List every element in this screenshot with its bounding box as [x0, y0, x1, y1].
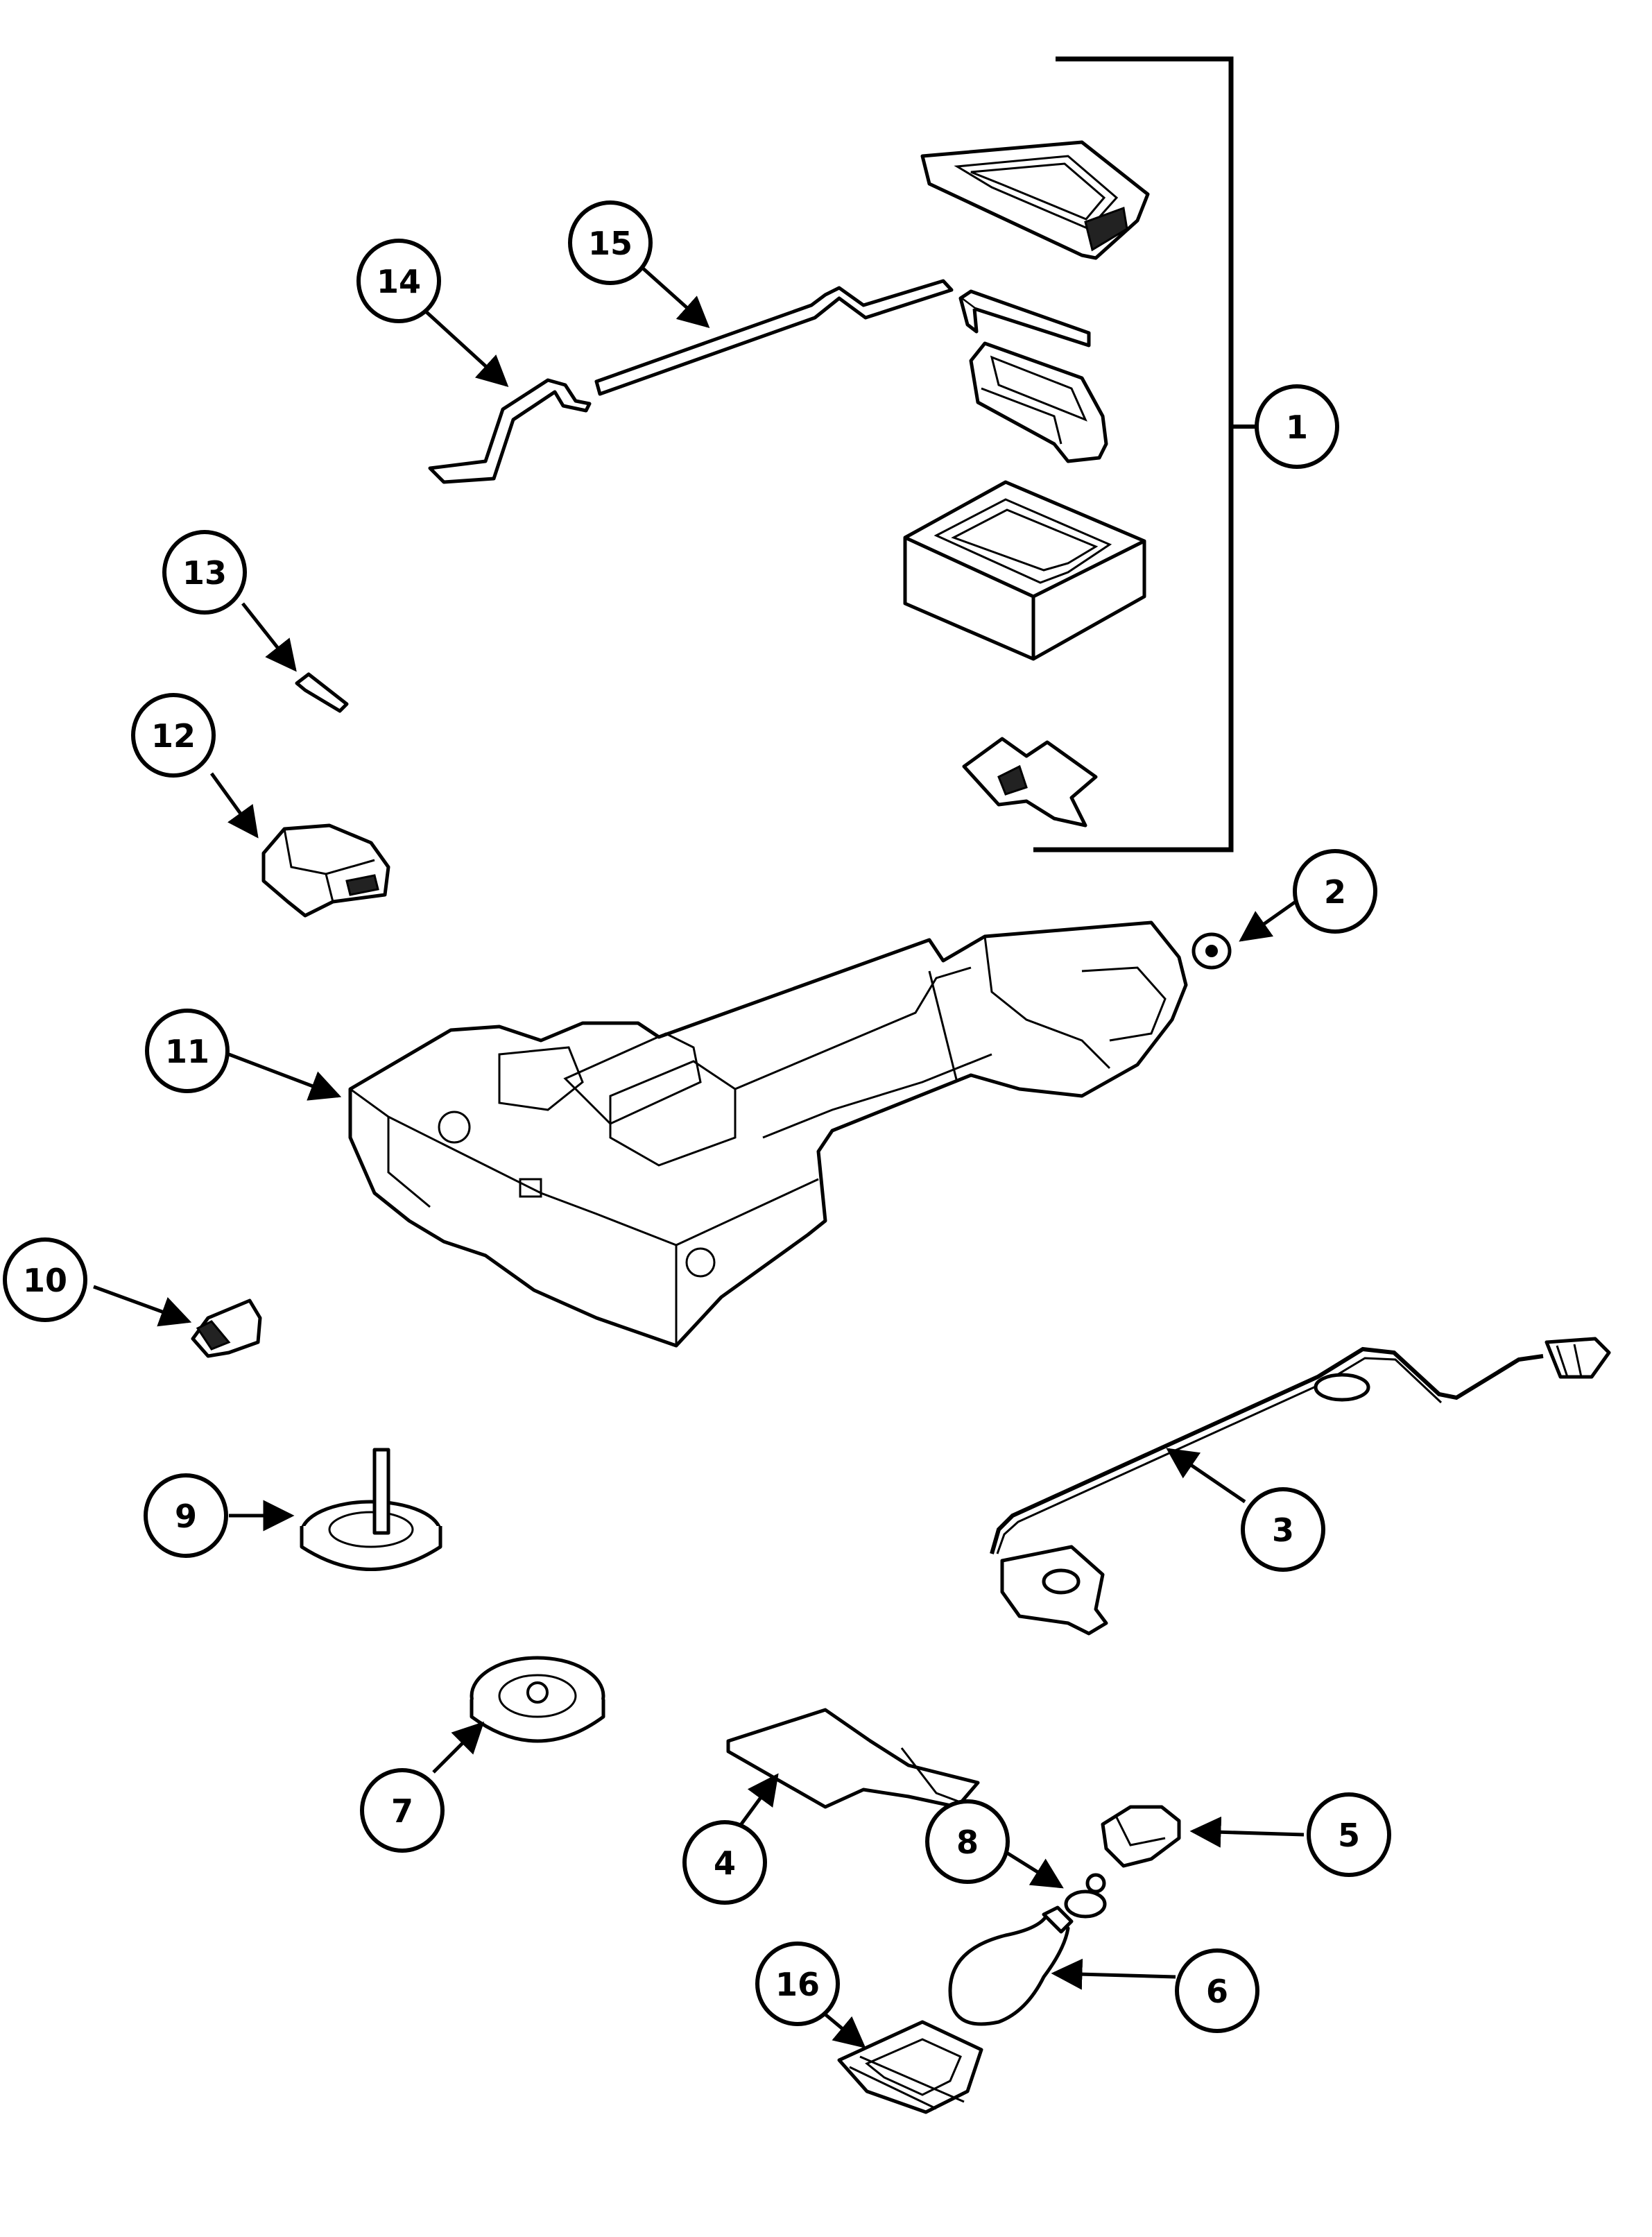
- callout-5: 5: [1307, 1792, 1391, 1877]
- part-7-gear: [470, 1656, 605, 1743]
- callout-10-label: 10: [23, 1262, 67, 1299]
- part-8-small-lamp: [1064, 1873, 1107, 1919]
- part-1-door-frame: [969, 341, 1108, 463]
- callout-15: 15: [568, 200, 653, 285]
- callout-4: 4: [682, 1820, 767, 1905]
- part-15-actuator-rod: [594, 279, 954, 396]
- part-12-motor: [261, 823, 390, 918]
- assembly-1-bracket: [1033, 56, 1257, 852]
- callout-16: 16: [755, 1942, 840, 2026]
- part-1-lever: [958, 289, 1091, 348]
- leader-7: [432, 1721, 485, 1774]
- callout-8: 8: [925, 1799, 1010, 1884]
- callout-11: 11: [145, 1009, 230, 1093]
- callout-13-label: 13: [182, 554, 227, 592]
- leader-16: [820, 2010, 866, 2048]
- callout-9: 9: [144, 1473, 228, 1558]
- part-10-switch: [191, 1299, 262, 1358]
- callout-7-label: 7: [391, 1792, 413, 1830]
- leader-15: [640, 266, 710, 329]
- leader-13: [241, 602, 297, 672]
- callout-4-label: 4: [714, 1844, 736, 1882]
- part-6-light-bulb: [948, 1905, 1074, 2026]
- leader-2: [1239, 896, 1302, 942]
- leader-14: [425, 311, 509, 388]
- callout-3-label: 3: [1272, 1511, 1294, 1549]
- callout-2: 2: [1293, 849, 1377, 934]
- leader-4: [737, 1773, 779, 1829]
- part-1-housing-box: [903, 480, 1146, 661]
- leader-3: [1166, 1448, 1246, 1504]
- part-11-main-housing: [348, 920, 1188, 1348]
- part-16-basket: [837, 2020, 983, 2114]
- callout-7: 7: [360, 1768, 445, 1853]
- callout-3: 3: [1241, 1487, 1325, 1572]
- callout-12: 12: [131, 693, 216, 778]
- callout-10: 10: [3, 1237, 87, 1322]
- callout-2-label: 2: [1324, 873, 1346, 911]
- callout-16-label: 16: [775, 1966, 820, 2003]
- leader-5: [1189, 1816, 1305, 1848]
- callout-8-label: 8: [956, 1824, 979, 1861]
- callout-6: 6: [1175, 1948, 1259, 2033]
- callout-11-label: 11: [165, 1033, 209, 1070]
- callout-6-label: 6: [1206, 1973, 1228, 2010]
- leader-10: [93, 1285, 192, 1327]
- leader-lines: [93, 266, 1305, 2048]
- part-2-nut: [1191, 932, 1232, 970]
- part-13-clip: [295, 672, 349, 713]
- callout-14-label: 14: [377, 263, 421, 300]
- callout-13: 13: [162, 530, 247, 615]
- part-5-socket: [1101, 1805, 1181, 1868]
- callout-5-label: 5: [1338, 1817, 1360, 1854]
- part-14-link: [428, 378, 592, 484]
- callout-14: 14: [356, 239, 441, 323]
- part-9-gear: [300, 1448, 442, 1571]
- callout-9-label: 9: [175, 1498, 197, 1535]
- leader-12: [209, 772, 259, 839]
- leader-8: [1004, 1850, 1064, 1889]
- part-1-flapper: [962, 737, 1098, 828]
- callout-1: 1: [1255, 384, 1339, 469]
- callout-15-label: 15: [588, 225, 633, 262]
- callout-1-label: 1: [1286, 409, 1308, 446]
- leader-11: [228, 1052, 342, 1101]
- callout-12-label: 12: [151, 717, 196, 755]
- part-1-top-cover: [920, 140, 1150, 260]
- leader-6: [1051, 1958, 1176, 1990]
- part-3-heater-harness: [990, 1337, 1611, 1636]
